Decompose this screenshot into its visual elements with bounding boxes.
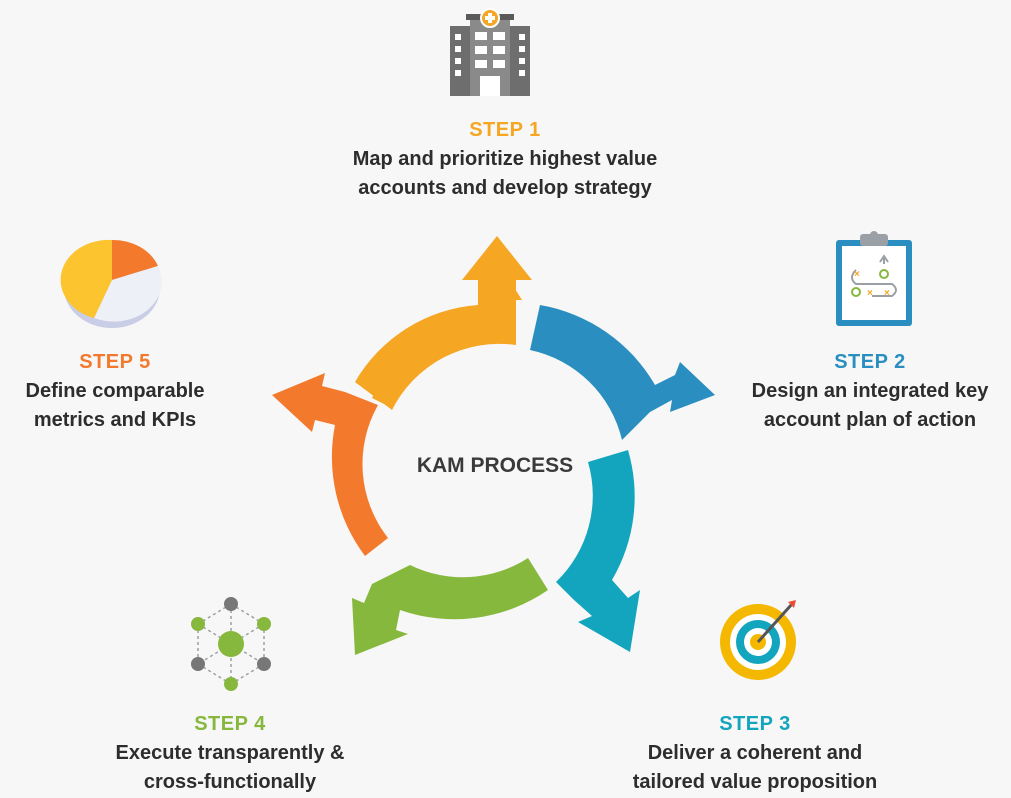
- svg-text:×: ×: [884, 288, 890, 299]
- step-3-description-line-2: tailored value proposition: [632, 771, 878, 793]
- step-4-description-line-1: Execute transparently &: [115, 742, 345, 764]
- pie-chart-icon: [60, 239, 162, 328]
- center-title: KAM PROCESS: [416, 454, 574, 477]
- step-1-description-line-2: accounts and develop strategy: [358, 177, 652, 199]
- step-5-arrow: [272, 373, 388, 556]
- step-3-description-line-1: Deliver a coherent and: [647, 742, 863, 764]
- svg-text:×: ×: [854, 269, 860, 280]
- step-1-title: STEP 1: [469, 119, 541, 141]
- step-1-label: STEP 1 Map and prioritize highest value …: [305, 116, 705, 203]
- step-5-description-line-2: metrics and KPIs: [33, 409, 197, 431]
- step-4-title: STEP 4: [194, 713, 266, 735]
- step-1-description-line-1: Map and prioritize highest value: [352, 148, 658, 170]
- step-4-description-line-2: cross-functionally: [143, 771, 317, 793]
- step-5-label: STEP 5 Define comparable metrics and KPI…: [0, 348, 230, 435]
- target-icon: [720, 600, 796, 680]
- step-3-title: STEP 3: [719, 713, 791, 735]
- step-3-arrow: [556, 450, 640, 652]
- step-2-label: STEP 2 Design an integrated key account …: [735, 348, 1005, 435]
- clipboard-plan-icon: × × ×: [836, 231, 912, 326]
- step-5-description-line-1: Define comparable: [25, 380, 205, 402]
- network-nodes-icon: [191, 597, 271, 691]
- step-2-description-line-2: account plan of action: [763, 409, 977, 431]
- step-4-arrow: [352, 558, 548, 655]
- step-2-arrow: [530, 305, 715, 440]
- svg-text:×: ×: [867, 288, 873, 299]
- hospital-building-icon: [450, 8, 530, 96]
- step-2-title: STEP 2: [834, 351, 906, 373]
- step-3-label: STEP 3 Deliver a coherent and tailored v…: [605, 710, 905, 797]
- step-2-description-line-1: Design an integrated key: [751, 380, 989, 402]
- step-1-arrow: [355, 236, 532, 410]
- step-4-label: STEP 4 Execute transparently & cross-fun…: [80, 710, 380, 797]
- step-5-title: STEP 5: [79, 351, 151, 373]
